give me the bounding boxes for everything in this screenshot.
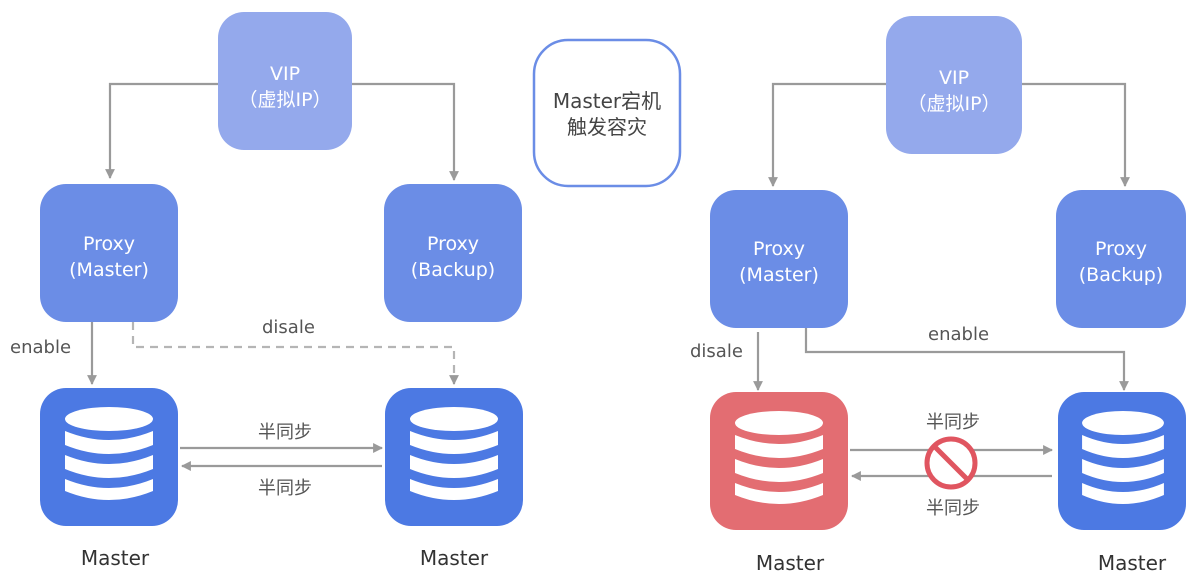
right-disable-label: disale [690,341,743,362]
right-proxy-backup-subtitle: (Backup) [1079,264,1163,286]
center-note-box [532,38,682,188]
left-db-left-caption: Master [81,546,150,570]
right-diagram: VIP （虚拟IP） Proxy (Master) Proxy (Backup)… [690,16,1186,575]
right-db-left-caption: Master [756,551,825,575]
right-proxy-master-title: Proxy [753,238,805,260]
right-vip-title: VIP [939,67,969,89]
left-proxy-backup-title: Proxy [427,233,479,255]
left-proxy-master-node [40,184,178,322]
center-note: Master宕机 触发容灾 [532,38,682,188]
left-proxy-master-title: Proxy [83,233,135,255]
left-proxy-master-subtitle: (Master) [69,259,149,281]
left-sync-bottom-label: 半同步 [258,478,312,499]
right-vip-subtitle: （虚拟IP） [907,93,1000,115]
right-db-new-master-icon [1058,392,1186,530]
left-proxy-backup-subtitle: (Backup) [411,259,495,281]
left-diagram: VIP （虚拟IP） Proxy (Master) Proxy (Backup)… [10,12,523,570]
right-db-failed-master-icon [710,392,848,530]
left-db-master-icon [40,388,178,526]
right-vip-to-proxy-backup-line [1022,82,1130,187]
right-enable-line [804,322,1129,391]
right-proxy-backup-node [1056,190,1186,328]
right-enable-label: enable [928,324,989,345]
left-sync-top-label: 半同步 [258,422,312,443]
left-db-right-caption: Master [420,546,489,570]
blocked-sync-icon [924,436,978,490]
left-vip-to-proxy-master-line [105,82,218,179]
right-sync-top-label: 半同步 [926,412,980,433]
left-vip-subtitle: （虚拟IP） [238,89,331,111]
left-proxy-backup-node [384,184,522,322]
right-proxy-master-node [710,190,848,328]
right-vip-to-proxy-master-line [768,82,886,187]
left-vip-node [218,12,352,150]
center-note-line1: Master宕机 [553,89,661,113]
right-sync-bottom-label: 半同步 [926,498,980,519]
left-vip-to-proxy-backup-line [352,82,459,181]
left-disable-dashed-line [131,322,456,382]
right-proxy-master-subtitle: (Master) [739,264,819,286]
right-proxy-backup-title: Proxy [1095,238,1147,260]
center-note-line2: 触发容灾 [567,115,647,139]
right-vip-node [886,16,1022,154]
left-disable-label: disale [262,317,315,338]
right-db-right-caption: Master [1098,551,1167,575]
left-vip-title: VIP [270,63,300,85]
left-db-slave-icon [385,388,523,526]
left-enable-label: enable [10,337,71,358]
